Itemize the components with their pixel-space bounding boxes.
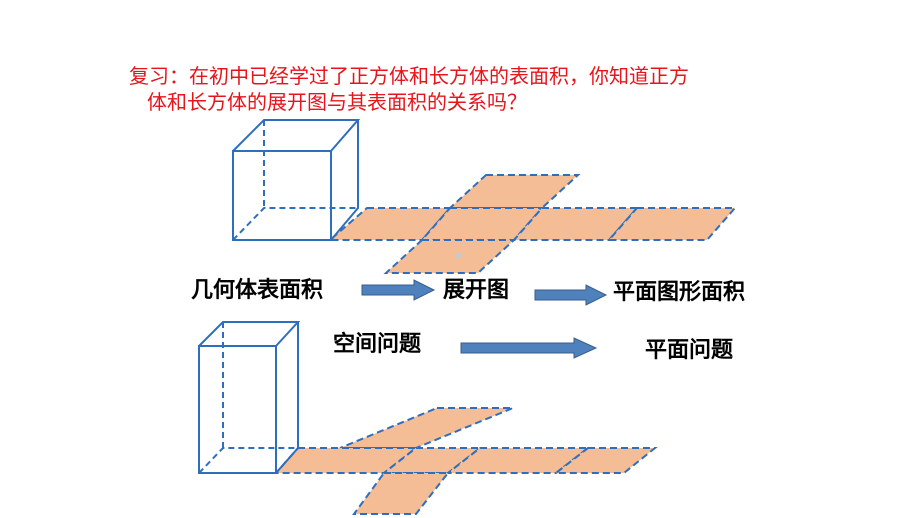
cube-top-face — [232, 119, 361, 152]
cuboid-top-face — [198, 321, 301, 347]
cube — [232, 119, 361, 241]
label-solid-surface-area: 几何体表面积 — [191, 278, 324, 303]
cube-net-face-top — [447, 174, 581, 209]
label-plane-figure-area: 平面图形面积 — [613, 280, 746, 305]
cuboid-net-face-bottom — [352, 472, 451, 515]
question-line-2: 体和长方体的展开图与其表面积的关系吗？ — [147, 90, 527, 114]
cuboid-right-face — [275, 322, 299, 474]
cube-net-face-bottom — [383, 239, 517, 274]
cube-right-face — [330, 120, 359, 241]
label-plane-problem: 平面问题 — [645, 338, 734, 363]
cuboid-net-face-top — [339, 407, 514, 449]
arrow-to-plane-problem — [460, 337, 598, 359]
cuboid — [198, 321, 301, 474]
cuboid-front-face — [198, 345, 277, 474]
cuboid-net — [273, 407, 658, 515]
center-dot — [456, 253, 461, 258]
arrow-to-plane-area — [534, 284, 608, 306]
cuboid-net-face-far-right — [553, 447, 658, 474]
label-net: 展开图 — [443, 278, 510, 303]
cube-front-face — [232, 150, 332, 241]
cube-net-face-far-right — [606, 207, 738, 241]
label-space-problem: 空间问题 — [333, 332, 422, 357]
cube-net — [327, 174, 738, 274]
question-line-1: 复习：在初中已经学过了正方体和长方体的表面积，你知道正方 — [129, 64, 689, 88]
arrow-to-net — [361, 279, 436, 301]
cube-hidden-edges — [232, 207, 358, 241]
